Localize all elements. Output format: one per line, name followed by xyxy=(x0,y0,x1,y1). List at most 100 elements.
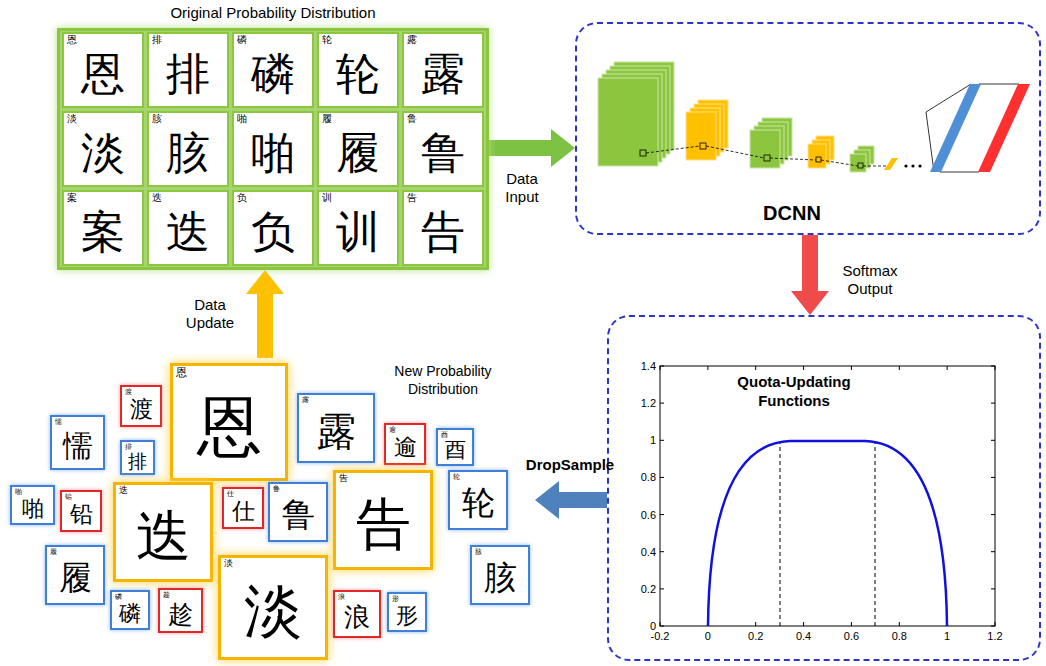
sample-cell: 恩恩 xyxy=(170,363,288,481)
arrow-label: Softmax Output xyxy=(835,262,905,298)
sample-cell: 告告 xyxy=(402,190,484,266)
char-glyph: 履 xyxy=(59,562,92,595)
char-glyph: 淡 xyxy=(244,583,302,641)
kernel-line xyxy=(863,166,888,167)
char-glyph: 恩 xyxy=(197,395,262,460)
sample-cell: 淡淡 xyxy=(218,555,328,660)
sample-cell: 淡淡 xyxy=(62,111,144,187)
x-tick-label: 0.6 xyxy=(844,631,859,642)
char-glyph: 轮 xyxy=(336,53,380,97)
char-glyph: 淡 xyxy=(81,132,125,176)
char-glyph: 仕 xyxy=(232,500,255,523)
dot xyxy=(911,164,914,167)
char-glyph: 迭 xyxy=(166,211,210,255)
dot xyxy=(904,164,907,167)
char-label: 铅 xyxy=(65,493,72,500)
fc-link xyxy=(979,84,1019,85)
quota-curve xyxy=(708,441,947,626)
sample-cell: 磷磷 xyxy=(232,32,314,108)
sample-cell: 告告 xyxy=(333,470,433,570)
dot xyxy=(918,164,921,167)
sample-cell: 啪啪 xyxy=(232,111,314,187)
char-glyph: 啪 xyxy=(251,132,295,176)
y-tick-label: 1 xyxy=(650,435,656,446)
char-glyph: 排 xyxy=(166,53,210,97)
sample-cell: 趁趁 xyxy=(158,588,203,633)
y-tick-label: 0 xyxy=(650,621,656,632)
kernel-square xyxy=(764,155,770,161)
char-glyph: 鲁 xyxy=(282,499,315,532)
char-label: 淡 xyxy=(224,559,233,568)
flow-arrow xyxy=(559,492,607,508)
sample-cell: 训训 xyxy=(317,190,399,266)
char-label: 迭 xyxy=(119,486,128,495)
char-glyph: 告 xyxy=(356,497,411,552)
char-glyph: 露 xyxy=(421,53,465,97)
char-glyph: 排 xyxy=(128,452,147,471)
kernel-square xyxy=(700,143,706,149)
feature-map xyxy=(686,112,716,160)
sample-cell: 露露 xyxy=(402,32,484,108)
char-label: 逾 xyxy=(389,426,396,433)
sample-cell: 恩恩 xyxy=(62,32,144,108)
receptive-field-lines xyxy=(640,143,888,168)
sample-cell: 轮轮 xyxy=(317,32,399,108)
char-glyph: 趁 xyxy=(168,602,193,627)
sample-cell: 懦懦 xyxy=(50,415,105,470)
char-label: 训 xyxy=(322,193,332,203)
x-tick-label: 0.8 xyxy=(892,631,907,642)
ellipsis-dots xyxy=(904,164,921,167)
fc-link xyxy=(926,112,934,172)
kernel-square xyxy=(816,157,821,162)
feature-map xyxy=(598,78,658,166)
char-label: 露 xyxy=(302,396,309,403)
sample-cell: 迭迭 xyxy=(147,190,229,266)
char-label: 恩 xyxy=(67,35,77,45)
y-tick-label: 0.8 xyxy=(641,472,656,483)
sample-collage: New Probability Distribution渡渡恩恩露露懦懦逾逾酉酉… xyxy=(5,358,535,664)
fully-connected-layers xyxy=(926,84,1030,172)
network-panel: DCNN xyxy=(575,22,1041,235)
char-label: 案 xyxy=(67,193,77,203)
output-layer xyxy=(978,84,1030,172)
char-label: 鲁 xyxy=(273,485,280,492)
sample-cell: 履履 xyxy=(45,545,105,605)
char-label: 露 xyxy=(407,35,417,45)
y-tick-label: 0.6 xyxy=(641,509,656,520)
char-glyph: 负 xyxy=(251,211,295,255)
arrow-label: Data Update xyxy=(182,296,238,332)
char-glyph: 轮 xyxy=(462,487,495,520)
x-tick-label: 0.4 xyxy=(796,631,811,642)
y-tick-label: 0.4 xyxy=(641,546,656,557)
sample-cell: 排排 xyxy=(120,440,155,475)
sample-cell: 履履 xyxy=(317,111,399,187)
char-glyph: 训 xyxy=(336,211,380,255)
char-label: 排 xyxy=(125,443,132,450)
sample-cell: 排排 xyxy=(147,32,229,108)
char-glyph: 恩 xyxy=(81,53,125,97)
sample-cell: 胲胲 xyxy=(147,111,229,187)
flow-arrow xyxy=(257,294,273,358)
flow-arrow xyxy=(489,140,551,156)
char-label: 恩 xyxy=(176,367,187,378)
char-glyph: 迭 xyxy=(136,509,191,564)
sample-cell: 逾逾 xyxy=(384,423,426,465)
char-glyph: 履 xyxy=(336,132,380,176)
x-tick-label: -0.2 xyxy=(651,631,670,642)
sample-cell: 形形 xyxy=(387,592,427,632)
char-label: 履 xyxy=(50,548,57,555)
cnn-illustration xyxy=(598,62,1030,172)
char-glyph: 酉 xyxy=(445,440,466,461)
sample-grid: Original Probability Distribution恩恩排排磷磷轮… xyxy=(57,28,489,270)
char-label: 形 xyxy=(392,595,399,602)
x-tick-label: 0 xyxy=(705,631,711,642)
feature-map xyxy=(884,158,898,170)
char-glyph: 渡 xyxy=(130,398,153,421)
sample-cell: 迭迭 xyxy=(113,482,213,582)
x-tick-label: 1 xyxy=(944,631,950,642)
char-label: 淡 xyxy=(67,114,77,124)
char-label: 磷 xyxy=(237,35,247,45)
char-label: 浪 xyxy=(338,593,345,600)
chart-panel: Quota-Updating Functions xyxy=(607,315,1041,661)
